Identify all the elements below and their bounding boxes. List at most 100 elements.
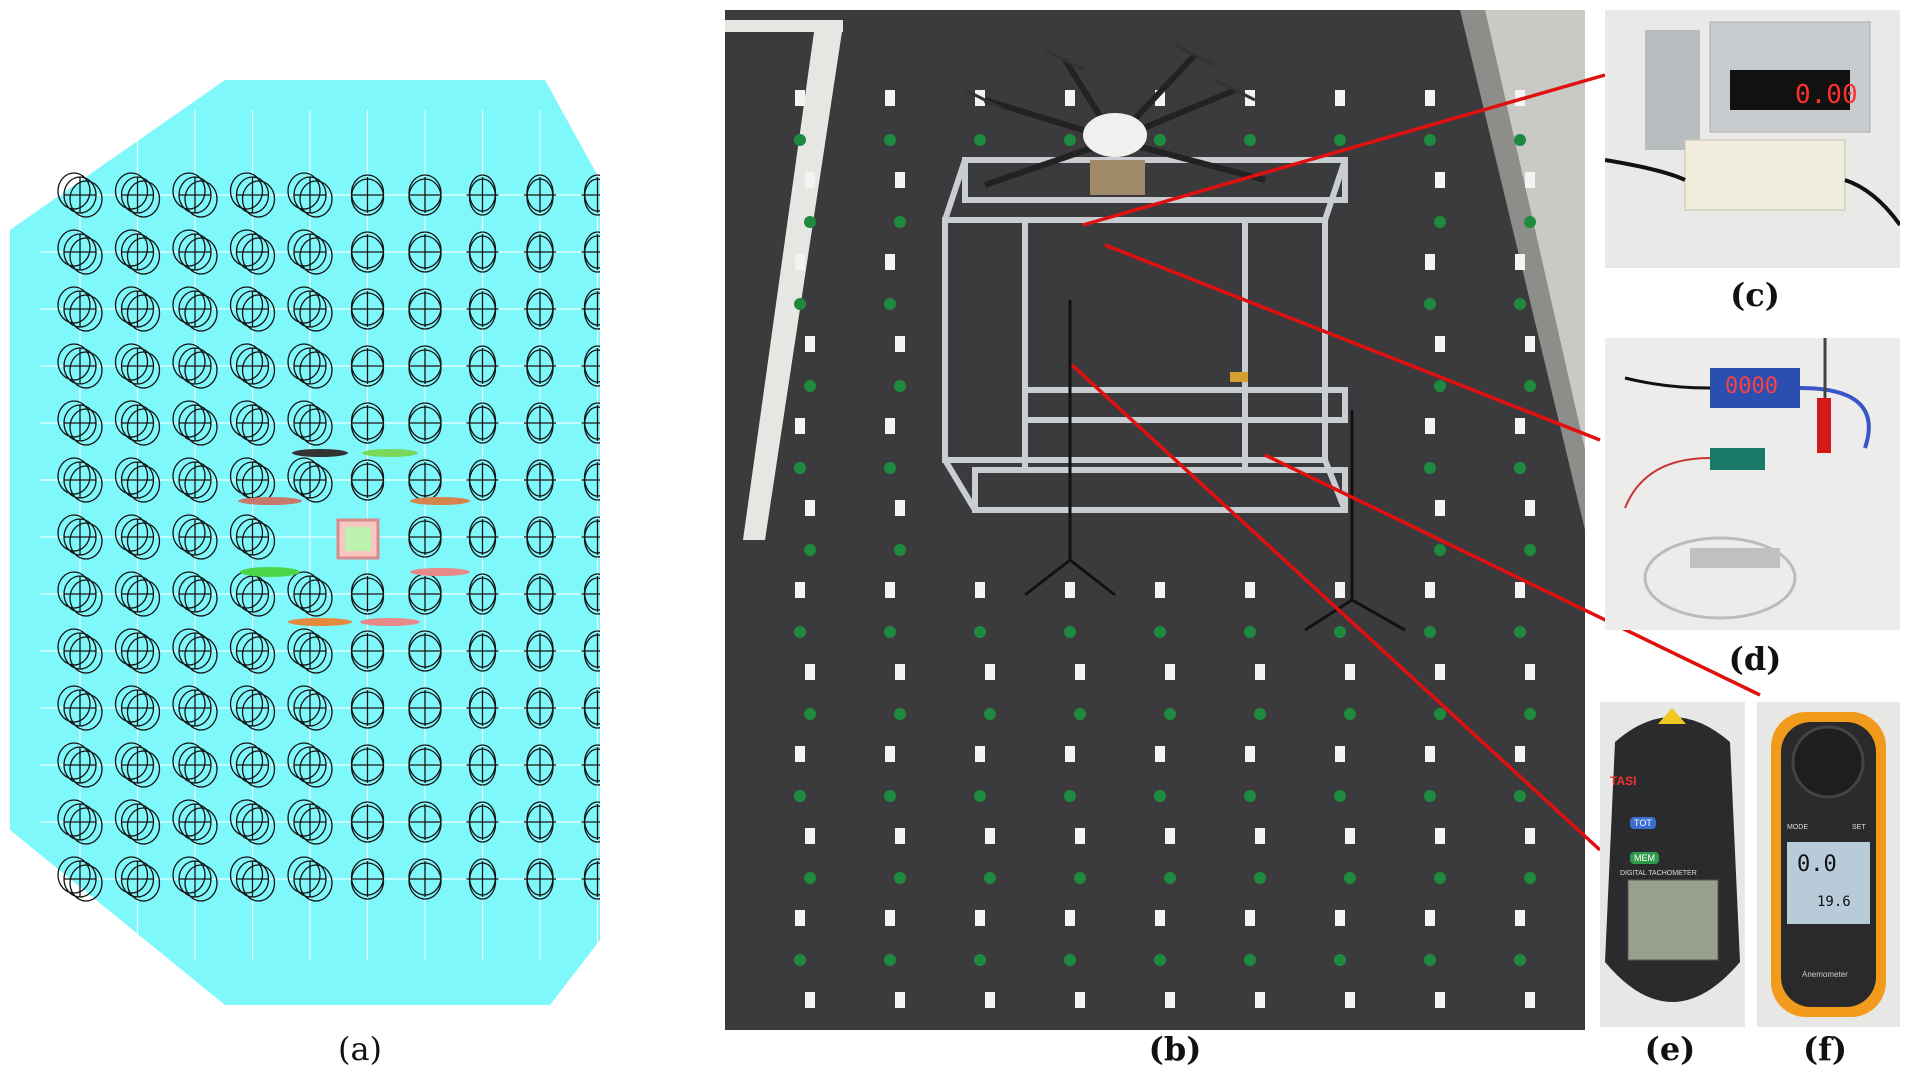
sensor-stake-base (794, 954, 806, 966)
circle-grid-icon (172, 514, 218, 560)
sensor-stake-base (1524, 216, 1536, 228)
sensor-stake-base (1074, 872, 1086, 884)
circle-grid-icon (287, 229, 333, 275)
water-sensitive-card (805, 336, 815, 352)
sensor-stake-base (1424, 134, 1436, 146)
panel-e-photo: TASI TOT MEM DIGITAL TACHOMETER (1600, 702, 1745, 1027)
water-sensitive-card (895, 992, 905, 1008)
water-sensitive-card (885, 910, 895, 926)
sensor-stake-base (1064, 790, 1076, 802)
circle-grid-icon (408, 858, 442, 900)
circle-grid-icon (229, 742, 276, 788)
anemometer-mode-button: MODE (1787, 824, 1808, 831)
circle-grid-icon (229, 685, 276, 731)
circle-grid-icon (350, 288, 385, 330)
circle-grid-icon (114, 628, 161, 674)
circle-grid-icon (524, 174, 556, 216)
panel-f-photo: MODE SET 0.0 19.6 Anemometer (1757, 702, 1900, 1027)
circle-grid-icon (287, 400, 333, 446)
circle-grid-icon (466, 801, 499, 843)
circle-grid-icon (350, 744, 385, 786)
sensor-stake-base (1334, 790, 1346, 802)
water-sensitive-card (795, 582, 805, 598)
circle-grid-icon (57, 457, 103, 503)
sensor-stake-base (1424, 954, 1436, 966)
water-sensitive-card (1525, 828, 1535, 844)
water-sensitive-card (1245, 746, 1255, 762)
sensor-stake-base (884, 626, 896, 638)
water-sensitive-card (1165, 664, 1175, 680)
circle-grid-icon (172, 628, 218, 674)
sensor-stake-base (1334, 954, 1346, 966)
sensor-stake-base (1334, 626, 1346, 638)
circle-grid-icon (229, 400, 276, 446)
circle-grid-icon (229, 172, 276, 218)
circle-grid-icon (57, 799, 103, 845)
sensor-stake-base (1524, 872, 1536, 884)
water-sensitive-card (1335, 90, 1345, 106)
drone-trajectory-marks (238, 449, 470, 626)
sensor-stake-base (884, 462, 896, 474)
panel-a-simulation (0, 70, 600, 1005)
circle-grid-icon (114, 571, 161, 617)
water-sensitive-card (1525, 336, 1535, 352)
circle-grid-icon (229, 856, 276, 902)
water-sensitive-card (1425, 746, 1435, 762)
sensor-stake-base (1514, 954, 1526, 966)
water-sensitive-card (895, 336, 905, 352)
circle-grid-icon (172, 343, 218, 389)
sensor-display-value: 0000 (1725, 374, 1778, 399)
sensor-stake-base (1154, 954, 1166, 966)
water-sensitive-card (885, 90, 895, 106)
circle-grid-icon (57, 628, 103, 674)
circle-grid-icon (466, 459, 499, 501)
water-sensitive-card (1335, 582, 1345, 598)
circle-grid-icon (581, 345, 600, 387)
water-sensitive-card (1255, 992, 1265, 1008)
sensor-stake-base (1244, 790, 1256, 802)
circle-grid-icon (408, 174, 442, 216)
circle-grid-icon (581, 288, 600, 330)
water-sensitive-card (795, 746, 805, 762)
circle-grid-icon (408, 744, 442, 786)
label-e: (e) (1644, 1030, 1696, 1068)
circle-grid-icon (524, 744, 556, 786)
circle-grid-icon (408, 687, 442, 729)
water-sensitive-card (1425, 90, 1435, 106)
sensor-stake-base (804, 708, 816, 720)
water-sensitive-card (1075, 992, 1085, 1008)
circle-grid-icon (408, 516, 442, 558)
sensor-stake-base (1524, 380, 1536, 392)
label-f: (f) (1802, 1030, 1848, 1068)
sensor-stake-base (1524, 708, 1536, 720)
circle-grid-icon (172, 172, 218, 218)
circle-grid-icon (524, 459, 556, 501)
sensor-stake-base (1514, 790, 1526, 802)
water-sensitive-card (1435, 172, 1445, 188)
sensor-stake-base (1164, 708, 1176, 720)
anemometer-caption: Anemometer (1802, 970, 1848, 979)
sensor-stake-base (1244, 954, 1256, 966)
water-sensitive-card (1525, 664, 1535, 680)
water-sensitive-card (795, 254, 805, 270)
circle-grid-icon (466, 858, 499, 900)
sensor-stake-base (1074, 708, 1086, 720)
circle-grid-icon (581, 687, 600, 729)
water-sensitive-card (1525, 992, 1535, 1008)
water-sensitive-card (805, 992, 815, 1008)
circle-grid-icon (287, 286, 333, 332)
sensor-stake-base (894, 708, 906, 720)
circle-grid-icon (114, 343, 161, 389)
circle-grid-icon (466, 687, 499, 729)
panel-b-field-photo (725, 10, 1585, 1030)
circle-grid-icon (524, 231, 556, 273)
circle-grid-icon (229, 286, 276, 332)
sensor-stake-base (1244, 626, 1256, 638)
circle-grid-icon (229, 343, 276, 389)
sensor-stake-base (1434, 544, 1446, 556)
circle-grid-icon (581, 459, 600, 501)
sensor-stake-base (1244, 134, 1256, 146)
circle-grid-icon (287, 628, 333, 674)
label-d: (d) (1728, 640, 1782, 678)
circle-grid-icon (350, 231, 385, 273)
